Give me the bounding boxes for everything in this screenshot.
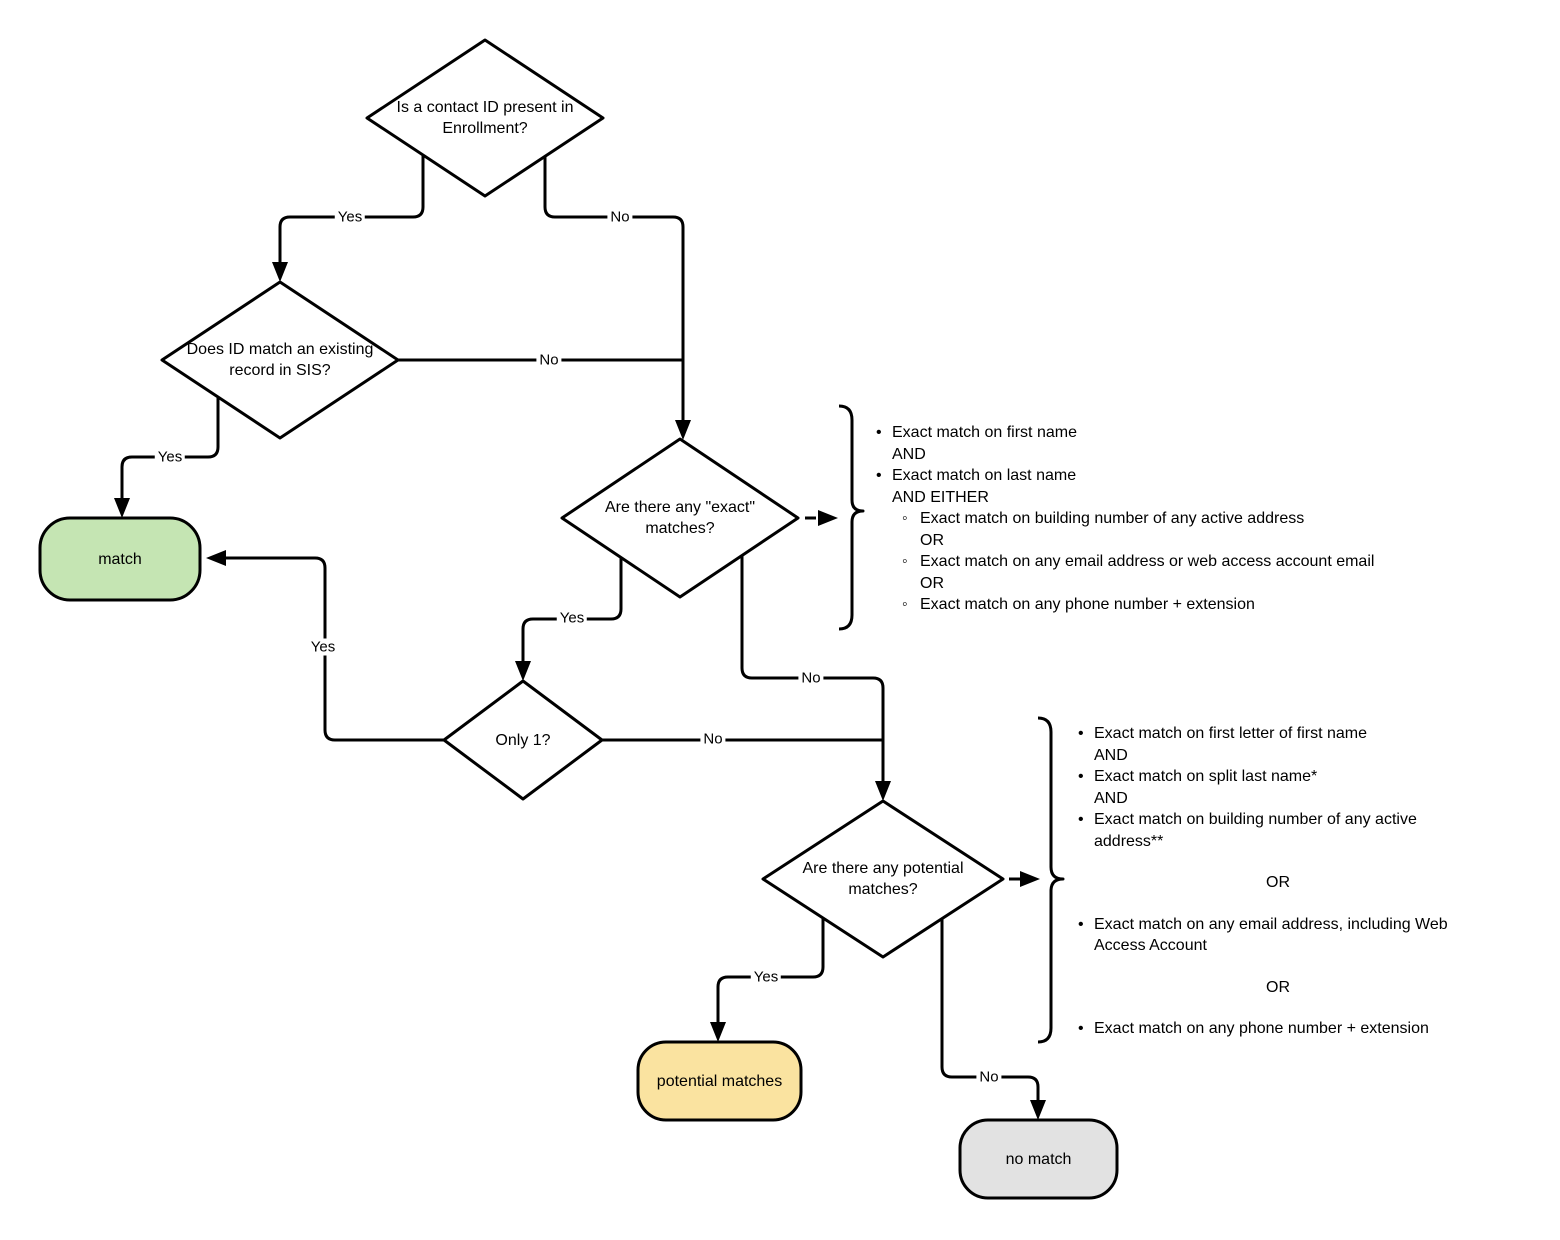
terminal-no-match-shape	[958, 1118, 1119, 1200]
arrowhead-exact-criteria	[818, 510, 838, 526]
list-item: ◦Exact match on building number of any a…	[876, 508, 1396, 530]
bullet-icon: ◦	[902, 510, 908, 527]
decision-only-one-shape	[442, 679, 604, 801]
decision-exact-matches-label: Are there any "exact" matches?	[604, 499, 756, 537]
terminal-potential-matches-shape	[636, 1040, 803, 1122]
exact-criteria-brace	[838, 404, 865, 631]
list-item-or: OR	[1266, 874, 1290, 891]
decision-potential-matches-label: Are there any potential matches?	[802, 860, 964, 898]
decision-exact-matches-shape	[560, 437, 800, 599]
edge-label-contact-id-no: No	[607, 208, 633, 226]
terminal-no-match-label: no match	[1005, 1150, 1072, 1168]
bullet-icon: ◦	[902, 596, 908, 613]
potential-criteria-brace	[1037, 716, 1065, 1044]
arrowhead-exact-no	[875, 781, 891, 801]
bullet-icon: •	[1078, 725, 1084, 742]
list-item: •Exact match on split last name*	[1078, 766, 1478, 788]
list-item: •Exact match on building number of any a…	[1078, 809, 1478, 852]
list-item-or: OR	[1266, 978, 1290, 996]
exact-criteria-list: •Exact match on first name AND •Exact ma…	[876, 422, 1396, 616]
decision-id-match-sis-shape	[160, 280, 400, 440]
arrowhead-potential-yes	[710, 1022, 726, 1042]
edge-label-potential-no: No	[976, 1068, 1002, 1086]
edge-label-potential-yes: Yes	[750, 968, 782, 986]
list-item: ◦Exact match on any phone number + exten…	[876, 594, 1396, 616]
list-item: •Exact match on last name	[876, 465, 1396, 487]
bullet-icon	[902, 573, 920, 595]
list-item: ◦Exact match on any email address or web…	[876, 551, 1396, 573]
list-item: OR	[876, 530, 1396, 552]
edge-label-id-match-yes: Yes	[154, 448, 186, 466]
bullet-icon: ◦	[902, 553, 908, 570]
terminal-match-label: match	[98, 550, 142, 568]
bullet-icon: •	[1078, 811, 1084, 828]
decision-id-match-sis-label: Does ID match an existing record in SIS?	[186, 341, 374, 379]
arrowhead-contact-id-yes	[272, 262, 288, 282]
decision-contact-id-shape	[365, 38, 605, 198]
decision-contact-id-label: Is a contact ID present in Enrollment?	[396, 99, 574, 137]
bullet-icon	[876, 487, 892, 509]
bullet-icon: •	[876, 467, 882, 484]
potential-criteria-list: •Exact match on first letter of first na…	[1078, 723, 1478, 1040]
arrowhead-only-one-yes	[206, 550, 226, 566]
list-item: AND	[1078, 745, 1478, 767]
list-item: OR	[876, 573, 1396, 595]
list-item: AND	[876, 444, 1396, 466]
list-item: •Exact match on any email address, inclu…	[1078, 914, 1478, 957]
bullet-icon	[876, 444, 892, 466]
list-item: •Exact match on first letter of first na…	[1078, 723, 1478, 745]
bullet-icon	[1078, 745, 1094, 767]
edge-label-exact-yes: Yes	[556, 609, 588, 627]
list-item: •Exact match on any phone number + exten…	[1078, 1018, 1478, 1040]
bullet-icon: •	[876, 424, 882, 441]
arrowhead-id-match-yes	[114, 498, 130, 518]
edge-label-exact-no: No	[798, 669, 824, 687]
decision-only-one-label: Only 1?	[495, 731, 551, 749]
bullet-icon: •	[1078, 915, 1084, 933]
edge-contact-id-no	[543, 156, 685, 422]
arrowhead-potential-no	[1030, 1100, 1046, 1120]
decision-potential-matches-shape	[761, 799, 1005, 959]
list-item: •Exact match on first name	[876, 422, 1396, 444]
bullet-icon	[1078, 788, 1094, 810]
edge-label-contact-id-yes: Yes	[334, 208, 366, 226]
bullet-icon	[902, 530, 920, 552]
arrowhead-exact-yes	[515, 661, 531, 681]
terminal-match-shape	[38, 516, 202, 602]
list-item: AND EITHER	[876, 487, 1396, 509]
edge-label-id-match-no: No	[536, 351, 562, 369]
bullet-icon: •	[1078, 768, 1084, 785]
bullet-icon: •	[1078, 1020, 1084, 1037]
list-item: AND	[1078, 788, 1478, 810]
edge-label-only-one-yes: Yes	[307, 638, 339, 656]
arrowhead-contact-id-no	[675, 420, 691, 440]
terminal-potential-matches-label: potential matches	[656, 1072, 783, 1090]
edge-label-only-one-no: No	[700, 730, 726, 748]
arrowhead-potential-criteria	[1020, 871, 1040, 887]
